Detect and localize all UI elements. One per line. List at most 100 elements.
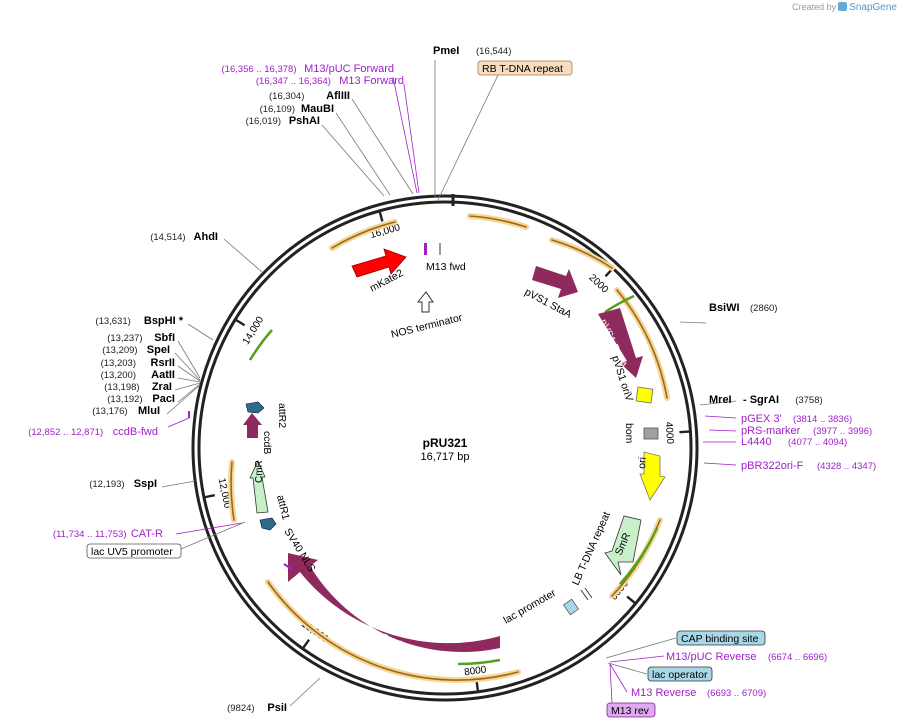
tick-mark	[234, 318, 246, 327]
green-arrows	[248, 294, 659, 666]
primer-location: (16,347 .. 16,364)	[256, 76, 331, 87]
boxed-label-rb: RB T-DNA repeat	[482, 63, 563, 75]
label-box	[676, 630, 766, 646]
enzyme-name: PsiI	[267, 702, 287, 714]
primer-location: (12,852 .. 12,871)	[28, 427, 103, 438]
snapgene-logo-icon	[838, 2, 848, 11]
boxed-label-lacuv5: lac UV5 promoter	[91, 546, 173, 558]
backbone-outer-circle	[191, 194, 699, 702]
enzyme-name: BsiWI	[709, 302, 740, 314]
enzyme-name: BspHI *	[144, 315, 184, 327]
enzyme-location: (3758)	[795, 395, 822, 406]
cmr-arrow	[249, 460, 269, 514]
enzyme-name: PacI	[152, 393, 175, 405]
enzyme-location: (13,192)	[107, 394, 142, 405]
plasmid-length: 16,717 bp	[421, 451, 470, 463]
enzyme-location: (13,209)	[102, 345, 137, 356]
tick-mark	[378, 210, 384, 222]
ccdb-arrow	[243, 413, 262, 438]
enzyme-name: SpeI	[147, 344, 170, 356]
pvs1-staa-arrow	[532, 266, 578, 298]
watermark-prefix: Created by	[792, 2, 837, 12]
enzyme-name: PmeI	[433, 45, 459, 57]
label-sacas9: SaCas9	[368, 627, 405, 652]
green-arrow-left	[248, 329, 273, 361]
primer-location: (3977 .. 3996)	[813, 426, 872, 437]
enzyme-name: PshAI	[289, 115, 320, 127]
label-box	[647, 666, 713, 682]
label-box	[477, 60, 573, 76]
pvs1-repa-arrow	[598, 308, 643, 378]
enzyme-name: MauBI	[301, 103, 334, 115]
enzyme-name: AflIII	[326, 90, 350, 102]
tick-mark	[475, 680, 480, 692]
attr1-shape	[259, 517, 277, 531]
tick-mark	[679, 430, 691, 434]
label-m13fwd: M13 fwd	[426, 261, 466, 273]
sacas9-arrow	[288, 553, 500, 653]
enzyme-location: (16,304)	[269, 91, 304, 102]
boxed-label-m13rev: M13 rev	[611, 705, 650, 717]
primer-location: (4328 .. 4347)	[817, 461, 876, 472]
primer-location: (3814 .. 3836)	[793, 414, 852, 425]
enzyme-location: (13,198)	[104, 382, 139, 393]
smr-arrow	[604, 515, 642, 576]
primer-location: (6693 .. 6709)	[707, 688, 766, 699]
tick-mark	[626, 595, 637, 605]
enzyme-name: SbfI	[154, 332, 175, 344]
orf-arrow-top-inner	[469, 215, 527, 228]
tick-mark	[301, 638, 311, 650]
enzyme-name: MluI	[138, 405, 160, 417]
enzyme-location: (16,544)	[476, 46, 511, 57]
primer-name: L4440	[741, 436, 772, 448]
tick-mark	[203, 493, 216, 499]
sv40-nls-mark	[283, 563, 294, 571]
enzyme-location: (16,109)	[260, 104, 295, 115]
label-nos: NOS terminator	[390, 312, 464, 341]
green-arrow-smr-side	[619, 527, 659, 585]
enzyme-location: (2860)	[750, 303, 777, 314]
orf-arrow-top	[467, 213, 529, 230]
primer-name: CAT-R	[131, 528, 163, 540]
boxed-label-lacop: lac operator	[652, 669, 708, 681]
ori-arrow	[639, 451, 666, 501]
enzyme-location: (13,200)	[101, 370, 136, 381]
orf-arrow-upright-inner	[551, 239, 613, 269]
enzyme-name: ZraI	[152, 381, 172, 393]
bom-box	[643, 427, 659, 440]
label-attr1: attR1	[274, 494, 292, 521]
features	[188, 243, 666, 653]
green-arrow-right	[604, 294, 635, 314]
primer-location: (6674 .. 6696)	[768, 652, 827, 663]
tick-label: 4000	[663, 421, 676, 444]
primer-name: pRS-marker	[741, 425, 801, 437]
enzyme-location: (14,514)	[150, 232, 185, 243]
attr2-shape	[245, 401, 265, 414]
label-box	[86, 543, 182, 559]
backbone	[191, 194, 699, 702]
orf-arrow-left-inner	[230, 461, 235, 521]
enzyme-name: AatII	[151, 369, 175, 381]
primer-location: (16,356 .. 16,378)	[222, 64, 297, 75]
label-box	[606, 702, 656, 718]
orf-arrows	[228, 213, 670, 684]
label-bom: bom	[623, 423, 635, 444]
boxed-label-cap: CAP binding site	[681, 633, 759, 645]
pvs1-oriv-box	[635, 386, 654, 404]
enzyme-name: AhdI	[194, 231, 218, 243]
enzyme-location: (13,631)	[95, 316, 130, 327]
primer-location: (11,734 .. 11,753)	[53, 529, 127, 540]
label-ori: ori	[636, 457, 649, 469]
enzyme-location: (9824)	[227, 703, 254, 714]
enzyme-location: (13,203)	[101, 358, 136, 369]
enzyme-location: (13,176)	[92, 406, 127, 417]
plasmid-name: pRU321	[423, 436, 468, 450]
lb-tdna-mark-2	[584, 587, 593, 599]
enzyme-labels-right: BsiWI(2860)MreI- SgrAI(3758)	[709, 302, 823, 406]
enzyme-labels-left: PmeI(16,544)AflIII(16,304)MauBI(16,109)P…	[89, 45, 511, 714]
tick-label: 8000	[464, 664, 488, 678]
primer-name: pBR322ori-F	[741, 460, 804, 472]
orf-arrow-bottom-inner	[267, 581, 519, 681]
